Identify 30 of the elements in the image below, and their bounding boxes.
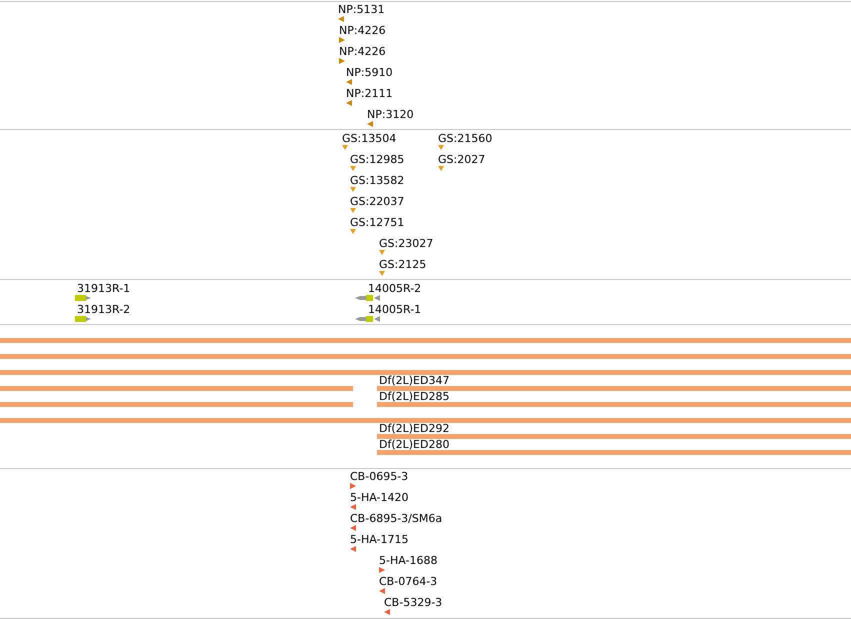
feature-label: 31913R-1 [77, 282, 130, 295]
feature-label: 14005R-2 [368, 282, 422, 295]
feature-label: 14005R-1 [368, 303, 422, 316]
feature-label: Df(2L)ED292 [379, 422, 450, 435]
feature-label: GS:22037 [350, 195, 404, 208]
feature-label: NP:5910 [346, 66, 393, 79]
feature-label: GS:23027 [379, 237, 434, 250]
feature-label: GS:12751 [350, 216, 404, 229]
feature-label: GS:2125 [379, 258, 426, 271]
feature-label: 5-HA-1688 [379, 554, 438, 567]
feature-label: GS:13504 [342, 132, 396, 145]
feature-label: CB-6895-3/SM6a [350, 512, 442, 525]
feature-label: NP:3120 [367, 108, 414, 121]
feature-label: GS:12985 [350, 153, 404, 166]
feature-label: NP:4226 [339, 45, 386, 58]
feature-label: Df(2L)ED347 [379, 374, 450, 387]
feature-label: CB-5329-3 [384, 596, 442, 609]
feature-label: 31913R-2 [77, 303, 130, 316]
feature-label: NP:5131 [338, 3, 385, 16]
feature-label: Df(2L)ED280 [379, 438, 450, 451]
feature-label: CB-0695-3 [350, 470, 408, 483]
feature-label: 5-HA-1715 [350, 533, 408, 546]
feature-label: GS:13582 [350, 174, 404, 187]
feature-label: 5-HA-1420 [350, 491, 408, 504]
feature-label: GS:21560 [438, 132, 492, 145]
feature-label: NP:4226 [339, 24, 386, 37]
feature-label: Df(2L)ED285 [379, 390, 450, 403]
feature-label: CB-0764-3 [379, 575, 438, 588]
feature-label: GS:2027 [438, 153, 486, 166]
feature-label: NP:2111 [346, 87, 393, 100]
